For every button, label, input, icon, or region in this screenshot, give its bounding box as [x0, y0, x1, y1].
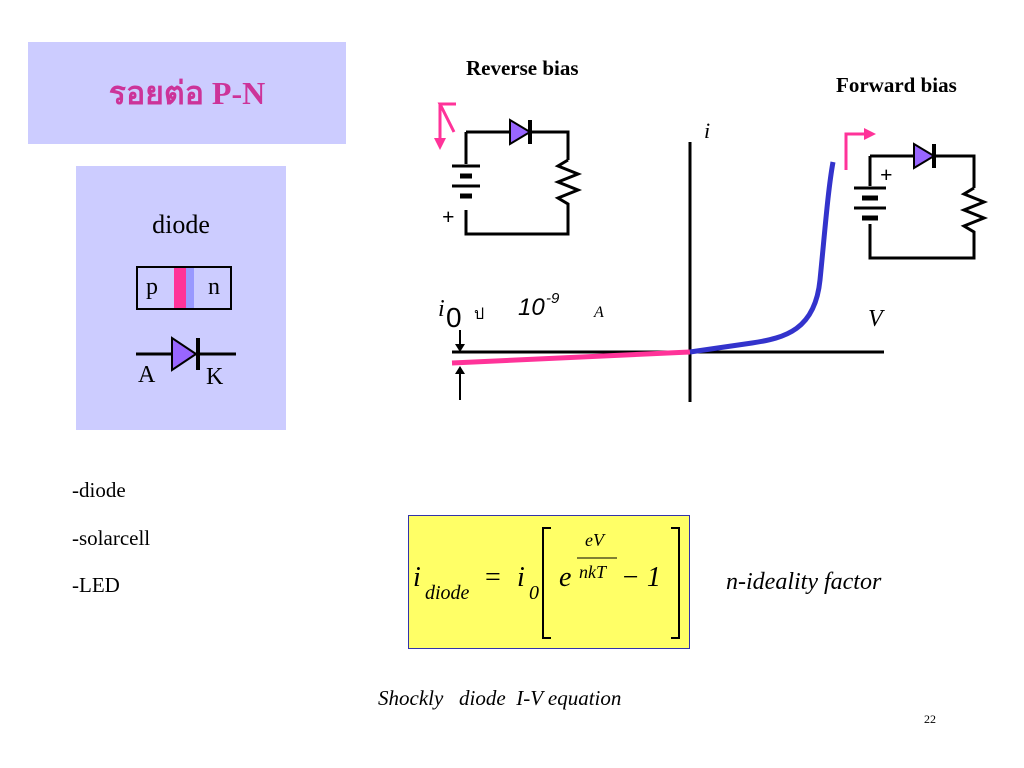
iv-graph [451, 142, 884, 402]
p-band [174, 268, 186, 308]
title-box: รอยต่อ P-N [28, 42, 346, 144]
forward-current-curve [689, 161, 836, 355]
n-label: n [208, 274, 220, 300]
forward-bias-label: Forward bias [836, 73, 957, 97]
formula-lhs-i: i [413, 562, 421, 593]
diode-symbol-icon [136, 336, 236, 372]
diode-equation-box: i diode = i 0 e eV nkT − 1 [408, 515, 690, 649]
diode-panel: diode p n A K [76, 166, 286, 430]
formula-rhs-sub: 0 [529, 582, 539, 604]
v-axis-label: V [868, 306, 883, 332]
i0-value-exp: -9 [546, 290, 560, 307]
page-number: 22 [924, 712, 936, 726]
n-band [186, 268, 194, 308]
i0-unit: A [594, 304, 604, 321]
reverse-plus-sign: + [442, 204, 455, 229]
ideality-note: n-ideality factor [726, 569, 882, 595]
bullet-diode: -diode [72, 478, 126, 502]
bullet-solarcell: -solarcell [72, 526, 151, 550]
reverse-current-line [451, 349, 691, 366]
formula-minus-one: − 1 [621, 562, 661, 593]
cathode-label: K [206, 364, 224, 390]
formula-e: e [559, 562, 572, 593]
anode-label: A [138, 362, 156, 388]
formula-exp-num: eV [585, 530, 604, 550]
slide-title: รอยต่อ P-N [108, 74, 266, 111]
reverse-bias-circuit [434, 102, 583, 236]
formula-exp-den: nkT [579, 562, 606, 582]
forward-plus-sign: + [880, 162, 893, 187]
formula-equals: = [485, 562, 501, 593]
pn-junction-block: p n [136, 266, 232, 310]
i0-value-base: 10 [518, 294, 545, 321]
diode-label: diode [152, 210, 210, 239]
forward-bias-circuit [844, 128, 989, 260]
formula-lhs-sub: diode [425, 582, 470, 604]
reverse-bias-label: Reverse bias [466, 56, 579, 80]
p-label: p [146, 274, 158, 300]
bullet-led: -LED [72, 573, 120, 597]
formula-rhs-i: i [517, 562, 525, 593]
i-axis-label: i [704, 118, 711, 143]
i0-mid: ป [474, 306, 485, 323]
i0-sub: 0 [446, 302, 462, 333]
formula-brackets [542, 527, 680, 639]
i0-main: i [438, 296, 445, 322]
equation-caption: Shockly diode I-V equation [378, 686, 622, 710]
